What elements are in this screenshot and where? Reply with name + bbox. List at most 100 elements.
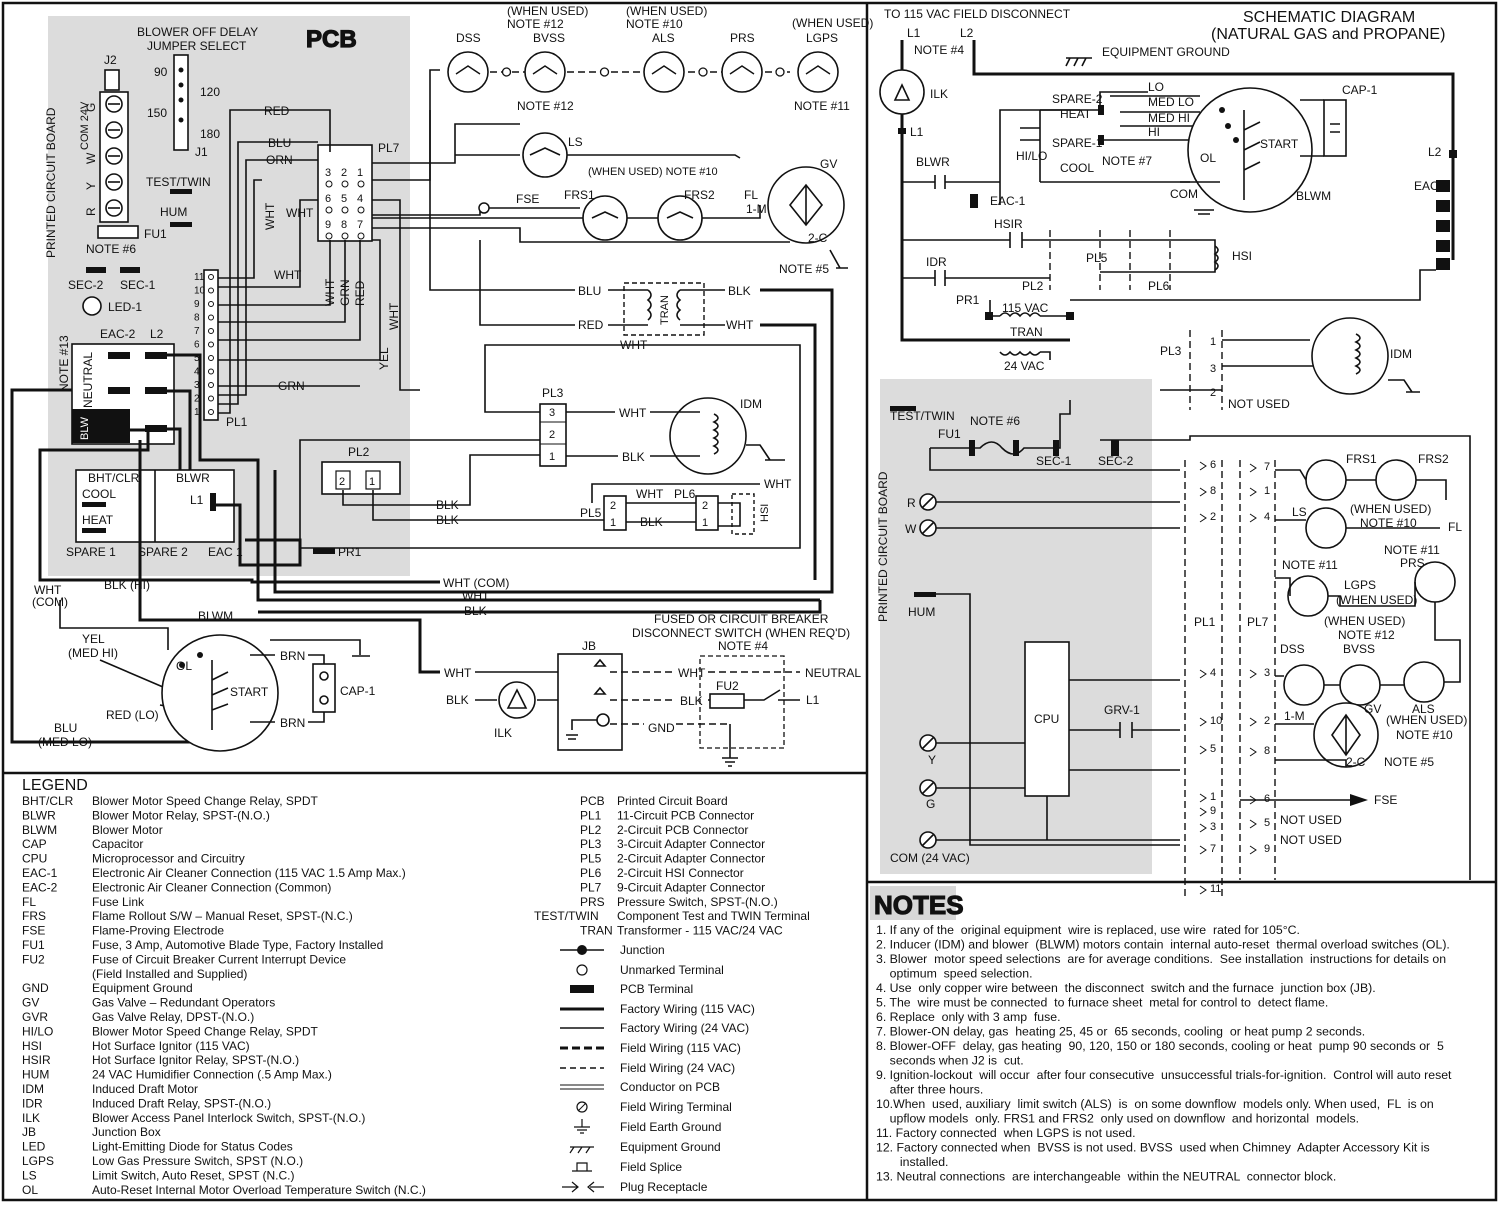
legend-desc: 24 VAC Humidifier Connection (.5 Amp Max… <box>92 1068 332 1082</box>
legend-abbr: CPU <box>22 852 47 866</box>
yel-medhi-label-1: YEL <box>82 632 105 646</box>
legend-desc: Auto-Reset Internal Motor Overload Tempe… <box>92 1183 426 1197</box>
note-line: upflow models only. FRS1 and FRS2 only u… <box>876 1112 1359 1126</box>
legend-desc: Fuse, 3 Amp, Automotive Blade Type, Fact… <box>92 938 383 952</box>
right-pr1-label: PR1 <box>956 293 980 307</box>
right-ilk-label: ILK <box>930 87 948 101</box>
notes-section: NOTES 1. If any of the original equipmen… <box>870 886 1452 1184</box>
j2-label: J2 <box>104 53 117 67</box>
wht-com-blwm-label: WHT <box>34 583 62 597</box>
gv-1m-label: 1-M <box>746 202 767 216</box>
note-line: 12. Factory connected when BVSS is not u… <box>876 1141 1430 1155</box>
legend-symbol-label: Equipment Ground <box>620 1140 721 1154</box>
legend-symbol-9 <box>574 1119 590 1134</box>
right-blwr-label: BLWR <box>916 155 950 169</box>
ilk-switch <box>498 681 536 719</box>
terminal-r: R <box>84 207 98 216</box>
legend-abbr: GV <box>22 996 39 1010</box>
legend-abbr: TEST/TWIN <box>534 909 599 923</box>
eac1-label: EAC 1 <box>208 545 243 559</box>
led1-label: LED-1 <box>108 300 142 314</box>
pcb-side-label: PRINTED CIRCUIT BOARD <box>44 107 58 258</box>
right-pl7-label: PL7 <box>1247 615 1269 629</box>
pl2-pin-1: 1 <box>369 476 375 488</box>
field-blk-label: BLK <box>446 693 469 707</box>
legend-desc: Component Test and TWIN Terminal <box>617 909 810 923</box>
pl2-connector <box>321 461 401 495</box>
legend-symbol-12 <box>562 1181 604 1193</box>
fu1-label: FU1 <box>144 227 167 241</box>
tran-24-label: 24 VAC <box>1004 359 1045 373</box>
r-pl1-pin-10: 10 <box>1210 715 1222 727</box>
jb-wht: WHT <box>678 666 706 680</box>
note-line: 1. If any of the original equipment wire… <box>876 923 1300 937</box>
tran-red: RED <box>578 318 604 332</box>
right-test-twin: TEST/TWIN <box>890 409 955 423</box>
legend-desc: 3-Circuit Adapter Connector <box>617 837 765 851</box>
pl1-pin-9: 9 <box>194 299 200 310</box>
wht-com-paren: (COM) <box>32 595 68 609</box>
wire-wht-label: WHT <box>286 206 314 220</box>
legend-abbr: HSIR <box>22 1053 51 1067</box>
frs1-label: FRS1 <box>564 188 595 202</box>
note-line: installed. <box>876 1155 948 1169</box>
legend-abbr: PL6 <box>580 866 602 880</box>
right-cap1 <box>1323 99 1347 157</box>
note-line: 11. Factory connected when LGPS is not u… <box>876 1126 1136 1140</box>
wire-red-label-2: RED <box>353 280 367 306</box>
spare1-right: SPARE-1 <box>1052 136 1103 150</box>
terminal-g: G <box>84 103 98 112</box>
right-als-note10: NOTE #10 <box>1396 728 1453 742</box>
left-wiring-schematic: BLOWER OFF DELAY JUMPER SELECT PCB 90 12… <box>10 4 873 767</box>
idm-label: IDM <box>740 397 762 411</box>
blwm-label: BLWM <box>198 609 233 623</box>
frs2-label: FRS2 <box>684 188 715 202</box>
idr-label: IDR <box>926 255 947 269</box>
legend-symbol-label: Factory Wiring (115 VAC) <box>620 1002 755 1016</box>
legend-symbol-label: Factory Wiring (24 VAC) <box>620 1021 749 1035</box>
blk-hi-label: BLK (HI) <box>104 578 150 592</box>
l1-out-label: L1 <box>806 693 820 707</box>
legend-desc: Hot Surface Ignitor Relay, SPST-(N.O.) <box>92 1053 299 1067</box>
legend-desc: Electronic Air Cleaner Connection (115 V… <box>92 866 406 880</box>
note-line: 5. The wire must be connected to furnace… <box>876 996 1328 1010</box>
cpu-label: CPU <box>1034 712 1059 726</box>
note-line: after three hours. <box>876 1083 983 1097</box>
legend-abbr: HUM <box>22 1068 49 1082</box>
als-switch <box>643 51 685 93</box>
right-frs1: FRS1 <box>1346 452 1377 466</box>
pl2-blk-1: BLK <box>436 498 459 512</box>
heat-label: HEAT <box>82 513 114 527</box>
right-pl6-label: PL6 <box>1148 279 1170 293</box>
right-l1-label: L1 <box>910 125 924 139</box>
idm-wht: WHT <box>619 406 647 420</box>
legend-desc: Printed Circuit Board <box>617 794 728 808</box>
legend-abbr: LED <box>22 1140 46 1154</box>
spare2-right: SPARE-2 <box>1052 92 1103 106</box>
g-label: G <box>926 797 935 811</box>
note11-label: NOTE #11 <box>794 99 850 113</box>
legend-abbr: LS <box>22 1168 37 1182</box>
notes-title: NOTES <box>874 890 964 920</box>
legend-abbr: FU1 <box>22 938 45 952</box>
fused-switch-line1: FUSED OR CIRCUIT BREAKER <box>654 612 829 626</box>
junction-box-jb <box>557 653 623 751</box>
field-disconnect-label: TO 115 VAC FIELD DISCONNECT <box>884 7 1071 21</box>
pl7-pin-6: 6 <box>325 193 331 205</box>
legend-desc: Flame-Proving Electrode <box>92 924 224 938</box>
dss-label: DSS <box>456 31 481 45</box>
legend-abbr: JB <box>22 1125 36 1139</box>
legend-symbol-label: Field Wiring (24 VAC) <box>620 1061 735 1075</box>
legend-symbol-10 <box>569 1146 594 1154</box>
right-schematic-diagram: SCHEMATIC DIAGRAM (NATURAL GAS and PROPA… <box>876 7 1471 900</box>
fu2-fuse <box>709 693 745 709</box>
right-gv: GV <box>1364 702 1381 716</box>
legend-desc: Junction Box <box>92 1125 161 1139</box>
sec1-label: SEC-1 <box>120 278 156 292</box>
pl7-pin-7: 7 <box>357 219 363 231</box>
pl6-connector <box>695 495 719 531</box>
right-note11-a: NOTE #11 <box>1384 543 1440 557</box>
